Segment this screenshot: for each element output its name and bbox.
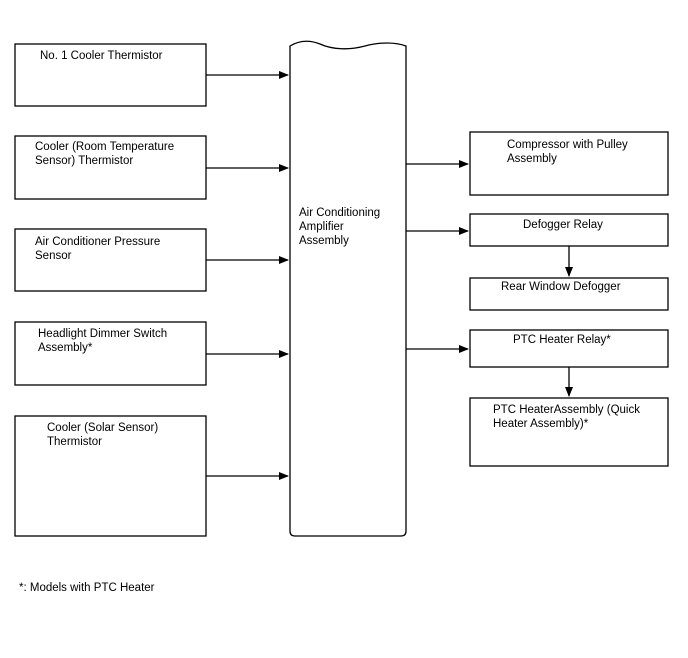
output-box-ptc-heater-assembly bbox=[469, 397, 669, 467]
input-box-room-temp-sensor bbox=[14, 135, 207, 200]
footnote: *: Models with PTC Heater bbox=[19, 582, 155, 594]
input-label-room-temp-sensor: Cooler (Room Temperature Sensor) Thermis… bbox=[35, 141, 177, 167]
input-label-solar-sensor: Cooler (Solar Sensor) Thermistor bbox=[47, 422, 161, 448]
input-label-ac-pressure-sensor: Air Conditioner Pressure Sensor bbox=[35, 236, 163, 262]
input-label-headlight-dimmer-switch: Headlight Dimmer Switch Assembly* bbox=[38, 328, 170, 354]
input-box-headlight-dimmer-switch bbox=[14, 321, 207, 386]
amplifier-label: Air Conditioning Amplifier Assembly bbox=[299, 207, 383, 247]
amplifier-box bbox=[289, 40, 407, 537]
output-box-rear-window-defogger bbox=[469, 277, 669, 311]
output-label-rear-window-defogger: Rear Window Defogger bbox=[501, 281, 621, 293]
input-box-ac-pressure-sensor bbox=[14, 228, 207, 292]
input-box-solar-sensor bbox=[14, 415, 207, 537]
output-box-ptc-heater-relay bbox=[469, 329, 669, 368]
input-label-no1-cooler-thermistor: No. 1 Cooler Thermistor bbox=[40, 50, 163, 62]
output-label-ptc-heater-relay: PTC Heater Relay* bbox=[513, 334, 611, 346]
input-box-no1-cooler-thermistor bbox=[14, 43, 207, 107]
output-label-ptc-heater-assembly: PTC HeaterAssembly (Quick Heater Assembl… bbox=[493, 404, 643, 430]
output-label-defogger-relay: Defogger Relay bbox=[523, 219, 603, 231]
output-label-compressor: Compressor with Pulley Assembly bbox=[507, 139, 631, 165]
output-box-compressor bbox=[469, 131, 669, 196]
